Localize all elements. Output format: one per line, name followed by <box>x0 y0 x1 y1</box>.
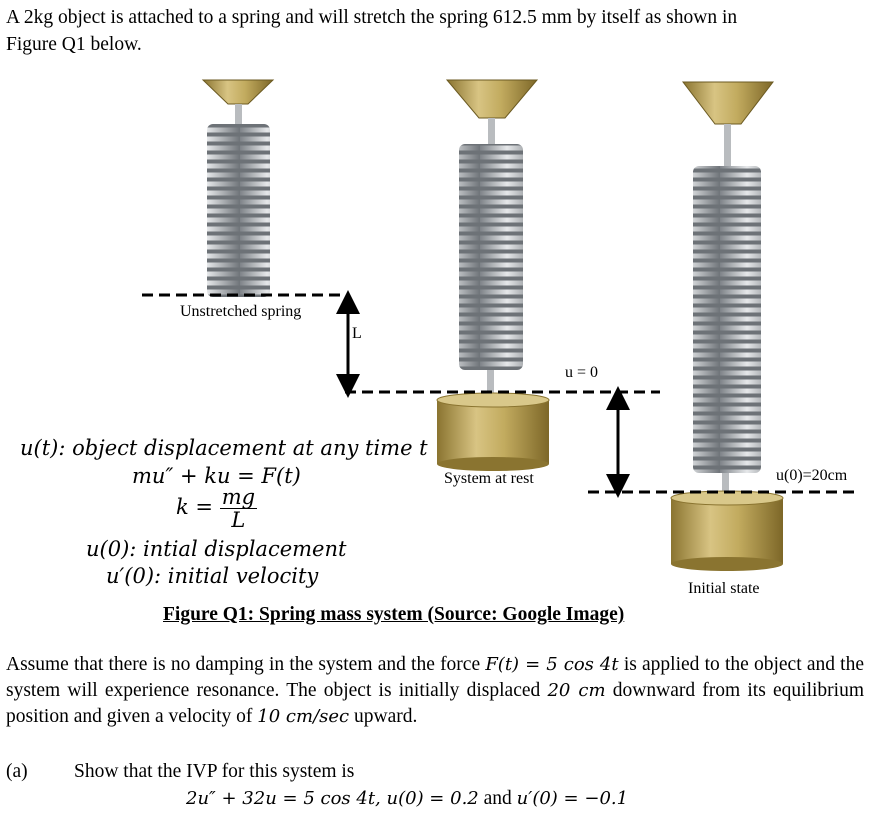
rest-mass <box>436 392 550 471</box>
legend-k-formula: k = mg L <box>176 485 258 532</box>
unstretched-spring <box>201 79 275 297</box>
length-label: L <box>352 325 362 342</box>
rest-spring <box>436 79 550 471</box>
legend-displacement: u(t): object displacement at any time t <box>20 436 428 460</box>
rest-label: System at rest <box>444 470 534 487</box>
part-a-text: Show that the IVP for this system is <box>74 761 355 782</box>
ivp-equation-and: and <box>478 788 517 809</box>
k-lhs: k = <box>176 495 213 519</box>
legend-initial-velocity: u′(0): initial velocity <box>106 564 319 588</box>
force-expression: F(t) = 5 cos 4t <box>485 654 619 675</box>
paragraph-text-4: upward. <box>349 706 418 727</box>
ivp-equation: 2u″ + 32u = 5 cos 4t, u(0) = 0.2 and u′(… <box>186 788 628 810</box>
initial-spring <box>670 81 784 571</box>
equilibrium-label: u = 0 <box>565 364 599 381</box>
k-fraction: mg L <box>219 485 258 532</box>
paragraph-text-2: is applied to the object and the system … <box>6 654 865 701</box>
paragraph-text-1: Assume that there is no damping in the s… <box>6 654 486 675</box>
k-denominator: L <box>231 508 246 532</box>
unstretched-label: Unstretched spring <box>180 303 302 320</box>
paragraph-text-3: downward from its equilibrium position a… <box>6 680 864 727</box>
ivp-equation-lhs: 2u″ + 32u = 5 cos 4t, u(0) = 0.2 <box>186 788 479 809</box>
intro-text: A 2kg object is attached to a spring and… <box>6 4 866 58</box>
ivp-equation-rhs: u′(0) = −0.1 <box>516 788 629 809</box>
k-numerator: mg <box>219 485 258 509</box>
velocity-value: 10 cm/sec <box>257 706 350 727</box>
initial-displacement-label: u(0)=20cm <box>776 467 848 484</box>
initial-state-label: Initial state <box>688 580 760 597</box>
problem-paragraph: Assume that there is no damping in the s… <box>6 652 864 730</box>
figure-caption: Figure Q1: Spring mass system (Source: G… <box>163 604 625 625</box>
intro-line-1: A 2kg object is attached to a spring and… <box>6 7 738 28</box>
intro-line-2: Figure Q1 below. <box>6 34 142 55</box>
displacement-value: 20 cm <box>547 680 606 701</box>
initial-mass <box>670 490 784 571</box>
legend-initial-displacement: u(0): intial displacement <box>86 537 347 561</box>
part-a-label: (a) <box>6 761 28 782</box>
legend-ode: mu″ + ku = F(t) <box>132 464 301 488</box>
